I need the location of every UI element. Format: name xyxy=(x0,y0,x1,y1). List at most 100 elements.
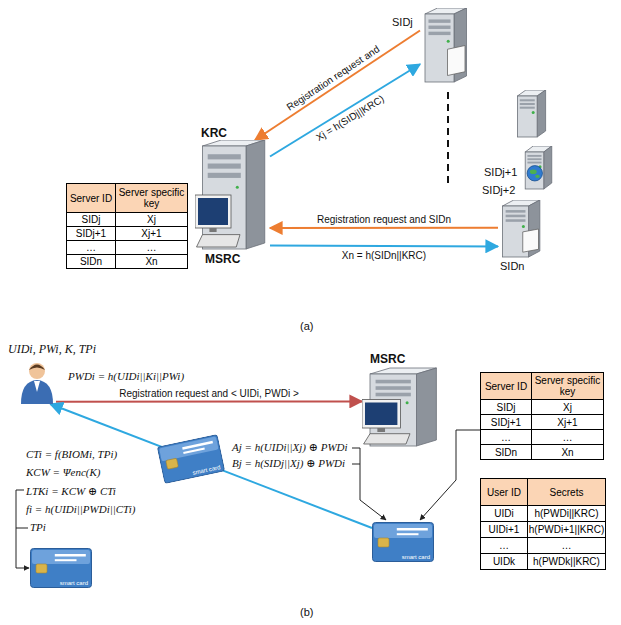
formula-text: TPi xyxy=(30,521,46,533)
table-cell-text: Server ID xyxy=(485,381,527,392)
table-cell-text: UIDi+1 xyxy=(489,524,520,535)
smart-card: smart card xyxy=(372,522,434,562)
table-header-cell: User ID xyxy=(480,478,528,506)
table-cell-text: … xyxy=(86,242,96,253)
server-node: SIDj xyxy=(420,8,470,83)
table-cell: … xyxy=(527,537,606,554)
formula-text: CTi = f(BIOMi, TPi) xyxy=(26,448,117,460)
user-icon: UIDi, PWi, K, TPi xyxy=(18,360,56,404)
table-cell: … xyxy=(115,240,188,255)
table-cell-text: UIDi xyxy=(494,508,513,519)
table-cell: Xj+1 xyxy=(531,414,604,430)
table-cell-text: … xyxy=(147,242,157,253)
table-cell: SIDj xyxy=(66,212,116,227)
table-cell-text: Xj+1 xyxy=(141,228,161,239)
edge-label: Xj = h(SIDj||KRC) xyxy=(314,93,386,143)
leader-line xyxy=(16,528,28,529)
card-illustration xyxy=(157,434,226,484)
table-cell: h(PWDi+1||KRC) xyxy=(527,521,606,538)
table-cell-text: SIDn xyxy=(80,256,102,267)
table-cell-text: h(PWDi+1||KRC) xyxy=(529,524,604,535)
node-label: SIDj xyxy=(392,16,413,28)
table-cell: Xj xyxy=(115,212,188,227)
table-cell: h(PWDi||KRC) xyxy=(527,505,606,522)
table-cell: SIDn xyxy=(480,444,532,460)
table-cell-text: … xyxy=(562,540,572,551)
formula-text: Bj = h(SIDj||Xj) ⊕ PWDi xyxy=(232,457,345,470)
bracket-line xyxy=(16,490,29,568)
node-label: SIDj+2 xyxy=(482,184,515,196)
table-cell: Xn xyxy=(115,254,188,269)
table-cell: … xyxy=(66,240,116,255)
table-header-cell: Server ID xyxy=(66,183,116,213)
formula-text: Aj = h(UIDi||Xj) ⊕ PWDi xyxy=(232,441,348,454)
server-node: SIDj+2 xyxy=(522,146,554,190)
table-cell-text: SIDn xyxy=(495,447,517,458)
table-cell-text: SIDj xyxy=(497,402,516,413)
server-illustration xyxy=(514,90,548,138)
server-node: KRCMSRC xyxy=(195,140,270,250)
formula-text: PWDi = h(UIDi||Ki||PWi) xyxy=(68,370,184,382)
part-label: (b) xyxy=(300,606,313,618)
formula-text: LTKi = KCW ⊕ CTi xyxy=(26,485,116,498)
node-label: MSRC xyxy=(205,252,240,266)
table-cell: Xj+1 xyxy=(115,226,188,241)
card-caption: smart card xyxy=(60,580,88,586)
table-cell: SIDn xyxy=(66,254,116,269)
table-header-cell: Server ID xyxy=(480,372,532,400)
leader-line xyxy=(352,448,386,520)
table-cell-text: Xn xyxy=(145,256,157,267)
server-illustration xyxy=(362,352,442,447)
smart-card: smart card xyxy=(157,434,226,484)
table-cell-text: h(PWDk||KRC) xyxy=(533,556,600,567)
connector-arrow xyxy=(270,245,498,248)
table-cell-text: Secrets xyxy=(550,487,584,498)
user-illustration xyxy=(18,360,56,404)
card-caption: smart card xyxy=(402,554,430,560)
table-cell-text: SIDj+1 xyxy=(491,417,521,428)
server-illustration xyxy=(195,140,270,250)
table-cell: … xyxy=(480,537,528,554)
node-label: UIDi, PWi, K, TPi xyxy=(8,342,96,357)
table-cell-text: Server ID xyxy=(70,193,112,204)
table-header-cell: Server specific key xyxy=(531,372,604,400)
dashed-separator xyxy=(447,92,449,188)
part-label: (a) xyxy=(300,320,313,332)
table-cell-text: Xj+1 xyxy=(557,417,577,428)
table-cell-text: … xyxy=(501,432,511,443)
formula-text: fi = h(UIDi||PWDi||CTi) xyxy=(26,503,135,515)
connector-arrow xyxy=(270,227,498,229)
table-cell: h(PWDk||KRC) xyxy=(527,553,606,570)
table-cell-text: … xyxy=(499,540,509,551)
server-illustration xyxy=(498,200,543,258)
connector-arrow xyxy=(56,400,362,402)
node-label: MSRC xyxy=(370,352,405,366)
node-label: KRC xyxy=(201,126,227,140)
table-cell: SIDj xyxy=(480,399,532,415)
table-cell-text: Server specific key xyxy=(116,187,187,209)
table-cell: … xyxy=(480,429,532,445)
formula-text: KCW = Ψenc(K) xyxy=(26,466,100,478)
table-cell-text: UIDk xyxy=(493,556,515,567)
table-cell-text: … xyxy=(563,432,573,443)
table-cell: SIDj+1 xyxy=(480,414,532,430)
table-cell: Xj xyxy=(531,399,604,415)
leader-line xyxy=(420,430,480,520)
server-node: SIDn xyxy=(498,200,543,258)
table-cell: UIDi+1 xyxy=(480,521,528,538)
table-cell-text: Server specific key xyxy=(532,375,603,397)
table-cell: Xn xyxy=(531,444,604,460)
table-cell: UIDk xyxy=(480,553,528,570)
table-cell-text: Xn xyxy=(561,447,573,458)
table-cell-text: h(PWDi||KRC) xyxy=(534,508,598,519)
smart-card: smart card xyxy=(30,548,92,588)
table-header-cell: Secrets xyxy=(527,478,606,506)
server-illustration xyxy=(522,146,554,190)
server-illustration xyxy=(420,8,470,83)
table-header-cell: Server specific key xyxy=(115,183,188,213)
table-cell-text: SIDj xyxy=(82,214,101,225)
node-label: SIDn xyxy=(500,260,524,272)
edge-label: Registration request and SIDn xyxy=(317,213,451,224)
server-node: SIDj+1 xyxy=(514,90,548,138)
